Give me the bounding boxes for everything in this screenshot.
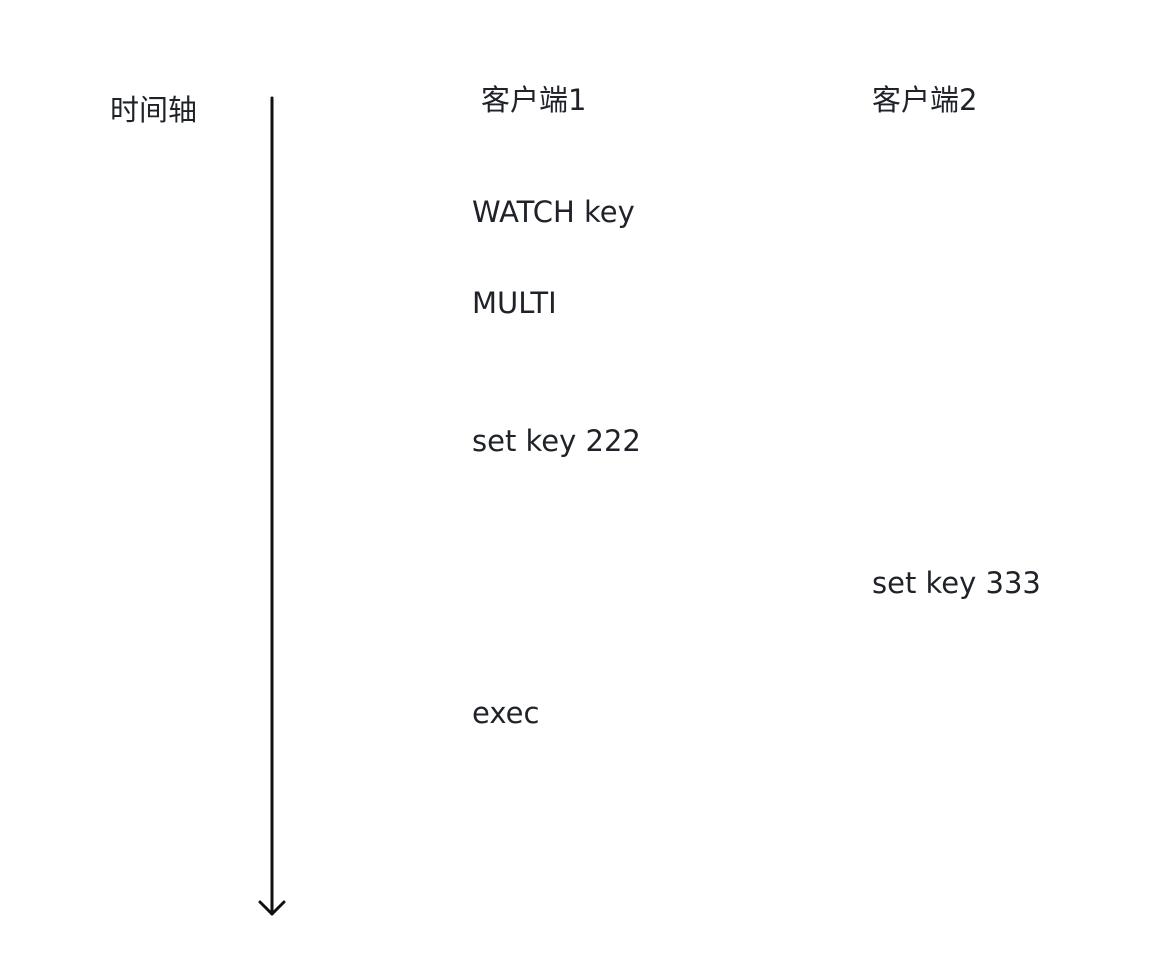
timeline-label: 时间轴: [110, 93, 198, 127]
client1-watch-command: WATCH key: [472, 195, 635, 229]
client1-set-command: set key 222: [472, 424, 641, 458]
timeline-axis-arrow: [258, 96, 286, 916]
client2-set-command: set key 333: [872, 566, 1041, 600]
client1-multi-command: MULTI: [472, 286, 557, 320]
client1-header: 客户端1: [481, 83, 587, 117]
client2-header: 客户端2: [872, 83, 978, 117]
client1-exec-command: exec: [472, 696, 540, 730]
timeline-arrow-head-icon: [258, 900, 286, 916]
